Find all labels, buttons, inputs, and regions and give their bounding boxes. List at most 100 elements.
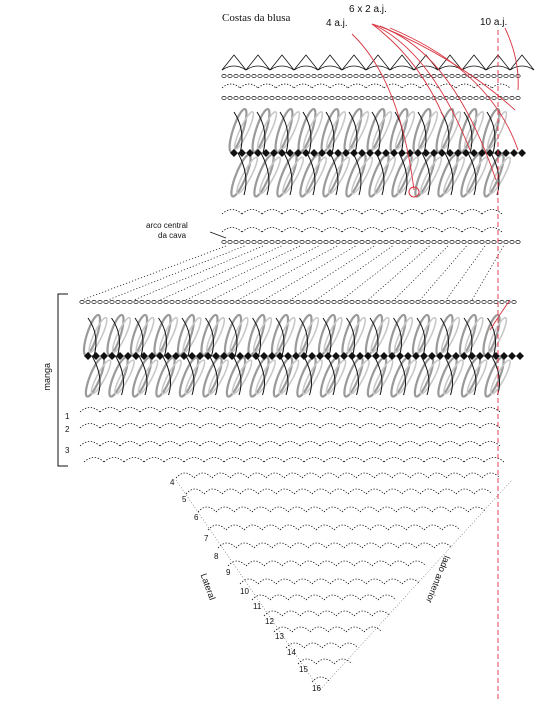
shell-stitch	[487, 316, 508, 354]
chain-arc	[479, 407, 501, 413]
chain-arc	[221, 83, 241, 89]
chain-arc	[179, 423, 201, 429]
chain-stitch	[425, 240, 431, 244]
chain-stitch	[305, 96, 311, 100]
chain-arc	[293, 488, 313, 495]
shell-stitch	[310, 149, 318, 157]
shell-stitch	[516, 352, 524, 360]
chain-arc	[445, 472, 465, 479]
shell-stitch	[322, 317, 332, 357]
chain-stitch	[295, 300, 301, 304]
row-number: 9	[226, 568, 231, 577]
shell-stitch	[262, 149, 270, 157]
chain-arc	[119, 407, 141, 413]
chain-stitch	[85, 300, 91, 304]
chain-arc	[347, 578, 367, 585]
shell-stitch	[84, 352, 92, 360]
chain-stitch	[151, 300, 157, 304]
chain-arc	[221, 227, 243, 233]
chain-stitch	[401, 74, 407, 78]
chain-stitch	[449, 74, 455, 78]
chain-arc	[481, 209, 503, 215]
shell-stitch	[88, 316, 108, 354]
chain-stitch	[359, 74, 365, 78]
chain-arc	[441, 227, 463, 233]
shell-stitch	[260, 152, 270, 196]
chain-arc	[243, 524, 263, 531]
chain-arc	[403, 457, 425, 463]
shell-stitch	[412, 107, 432, 154]
shell-stitch	[444, 352, 452, 360]
chain-stitch	[355, 300, 361, 304]
chain-arc	[397, 542, 417, 549]
chain-stitch	[509, 240, 515, 244]
chain-arc	[351, 524, 371, 531]
chain-stitch	[139, 300, 145, 304]
chain-arc	[281, 560, 301, 567]
chain-stitch	[269, 96, 275, 100]
chain-arc	[287, 594, 307, 601]
shell-stitch	[372, 352, 380, 360]
top-edge-stitch	[245, 65, 271, 71]
shell-stitch	[286, 149, 294, 157]
chain-arc	[79, 441, 101, 447]
shell-stitch	[172, 352, 180, 360]
chain-arc	[381, 227, 403, 233]
shell-stitch	[256, 355, 265, 396]
chain-arc	[361, 209, 383, 215]
chain-stitch	[473, 240, 479, 244]
chain-arc	[299, 610, 319, 617]
chain-stitch	[463, 300, 469, 304]
chain-arc	[193, 472, 213, 479]
shell-stitch	[279, 355, 289, 396]
chain-stitch	[347, 74, 353, 78]
shell-stitch	[185, 355, 195, 396]
row-number: 3	[65, 446, 70, 455]
chain-arc	[365, 578, 385, 585]
chain-arc	[251, 506, 271, 513]
increase-marker-line	[351, 33, 415, 191]
shell-stitch	[388, 352, 396, 360]
shell-stitch	[251, 107, 271, 154]
shell-stitch	[108, 352, 116, 360]
chain-stitch	[457, 300, 463, 304]
chain-arc	[413, 506, 433, 513]
top-edge-stitch	[221, 65, 247, 71]
top-edge-stitch	[437, 54, 463, 71]
chain-arc	[355, 472, 375, 479]
chain-arc	[337, 472, 357, 479]
shell-stitch	[428, 352, 436, 360]
chain-arc	[339, 407, 361, 413]
chain-stitch	[343, 300, 349, 304]
chain-stitch	[431, 74, 437, 78]
shell-stitch	[348, 111, 358, 154]
shell-stitch	[488, 156, 512, 195]
shell-stitch	[303, 355, 312, 396]
shell-stitch	[396, 352, 404, 360]
increase-marker-line	[389, 27, 519, 151]
chain-arc	[341, 506, 361, 513]
chain-arc	[443, 457, 465, 463]
chain-stitch	[157, 300, 163, 304]
chain-arc	[361, 227, 383, 233]
chain-stitch	[289, 300, 295, 304]
chain-arc	[265, 472, 285, 479]
label-6x2-aj: 6 x 2 a.j.	[349, 4, 387, 15]
chain-arc	[229, 472, 249, 479]
chain-stitch	[221, 240, 227, 244]
chain-stitch	[437, 240, 443, 244]
chain-stitch	[311, 96, 317, 100]
chain-stitch	[443, 240, 449, 244]
shell-stitch	[208, 359, 229, 395]
chain-arc	[303, 457, 325, 463]
shell-stitch	[252, 352, 260, 360]
chain-arc	[293, 578, 313, 585]
shell-stitch	[380, 352, 388, 360]
raglan-chain	[211, 245, 319, 301]
chain-arc	[293, 83, 313, 89]
chain-stitch	[487, 300, 493, 304]
shell-stitch	[444, 152, 454, 196]
chain-arc	[257, 488, 277, 495]
chain-arc	[379, 441, 401, 447]
